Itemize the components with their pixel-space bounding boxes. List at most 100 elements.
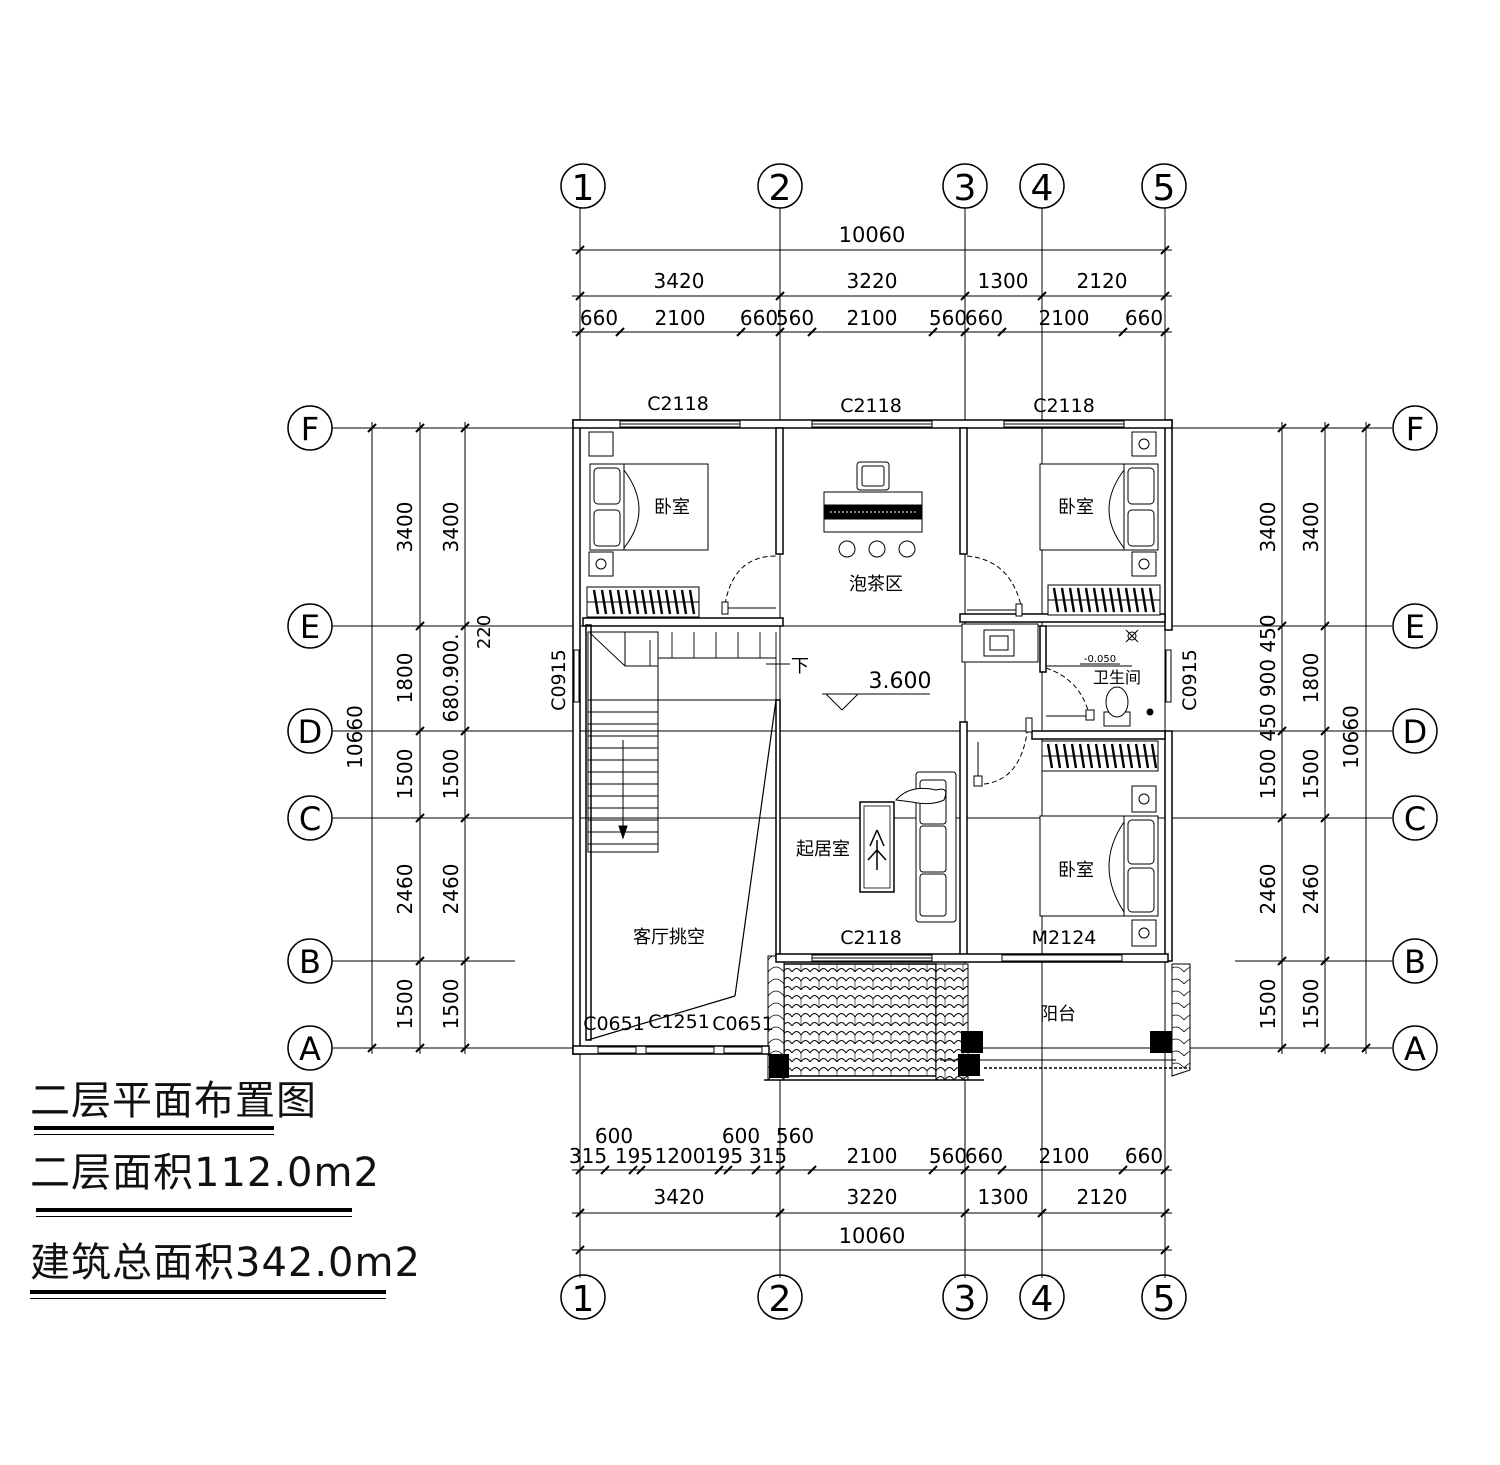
floor-area-underline-thin	[36, 1216, 352, 1217]
floor-level: 3.600	[869, 669, 932, 694]
floor-area-underline	[36, 1208, 352, 1212]
axis-label-A: A	[299, 1030, 321, 1068]
dim-bottom-bay-3: 1300	[978, 1185, 1029, 1209]
dim-bottom-detail-8: 660	[965, 1144, 1003, 1168]
dim-left-outer-4: 2460	[393, 864, 417, 915]
dim-bottom-detail-6: 2100	[847, 1144, 898, 1168]
axis-label-B-right: B	[1404, 943, 1426, 981]
dimension-text-left: 10660 3400 1800 1500 2460 1500 3400 680.…	[343, 502, 495, 1030]
dim-right-inner-4: 2460	[1256, 864, 1280, 915]
dim-left-overall: 10660	[343, 705, 367, 769]
staircase	[587, 631, 790, 1041]
stair-down-label: 下	[791, 656, 809, 677]
plan-title-underline	[34, 1126, 274, 1130]
dim-top-bay-1: 3420	[654, 269, 705, 293]
window-label-c0915-left: C0915	[548, 649, 570, 711]
window-label-c0915-right: C0915	[1179, 649, 1201, 711]
dim-top-bay-2: 3220	[847, 269, 898, 293]
axis-label-2-bottom: 2	[769, 1279, 792, 1320]
dimensions-right	[1277, 422, 1371, 1054]
dim-top-detail-5: 2100	[847, 306, 898, 330]
room-label-living: 起居室	[796, 839, 850, 860]
dim-top-bay-3: 1300	[978, 269, 1029, 293]
dim-bottom-bay-2: 3220	[847, 1185, 898, 1209]
axis-label-D-right: D	[1403, 713, 1428, 751]
dim-top-detail-4: 560	[776, 306, 814, 330]
dim-bottom-detail-2: 195	[615, 1144, 653, 1168]
elevation-marker	[822, 663, 1120, 711]
window-label-c0651-b: C0651	[712, 1013, 774, 1035]
dim-left-inner-4: 2460	[439, 864, 463, 915]
dim-bottom-bay-1: 3420	[654, 1185, 705, 1209]
dim-top-detail-2: 2100	[655, 306, 706, 330]
dim-bottom-upper-2: 600	[722, 1124, 760, 1148]
axis-label-F: F	[301, 410, 319, 448]
dim-bottom-upper-1: 600	[595, 1124, 633, 1148]
axis-label-4: 4	[1031, 168, 1054, 209]
window-label-c2118-s: C2118	[840, 927, 902, 949]
room-label-balcony: 阳台	[1040, 1004, 1076, 1025]
dim-right-inner-1: 3400	[1256, 502, 1280, 553]
axis-label-E-right: E	[1405, 608, 1425, 646]
dim-bottom-detail-5: 315	[749, 1144, 787, 1168]
axis-bubbles-left: F E D C B A	[287, 405, 333, 1071]
room-labels: 卧室 卧室 卧室 泡茶区 起居室 客厅挑空 卫生间 阳台 下 3.600 -0.…	[633, 497, 1141, 1025]
floor-area-row: 二层面积112.0m2	[30, 1140, 400, 1224]
dim-top-detail-1: 660	[580, 306, 618, 330]
dim-top-detail-3: 660	[740, 306, 778, 330]
dim-left-inner-1: 3400	[439, 502, 463, 553]
floor-area: 二层面积112.0m2	[30, 1150, 380, 1196]
window-label-c2118-nw: C2118	[647, 393, 709, 415]
axis-label-C: C	[299, 800, 321, 838]
room-label-bedroom-se: 卧室	[1058, 860, 1094, 881]
sofa	[895, 771, 957, 923]
room-label-bedroom-nw: 卧室	[654, 497, 690, 518]
axis-label-2: 2	[769, 168, 792, 209]
dim-right-inner-3: 1500	[1256, 749, 1280, 800]
dim-right-outer-4: 2460	[1299, 864, 1323, 915]
dimension-text-bottom: 600 600 560 315 195 1200 195 315 2100 56…	[569, 1124, 1163, 1248]
dim-bottom-overall: 10060	[839, 1224, 906, 1248]
doors	[721, 555, 1095, 787]
axis-bubbles-top: 1 2 3 4 5	[560, 163, 1187, 209]
plan-title-row: 二层平面布置图	[30, 1068, 400, 1135]
dim-left-inner-2: 680.900.	[439, 633, 463, 722]
dim-left-outer-1: 3400	[393, 502, 417, 553]
bed-nw	[588, 431, 709, 577]
axis-bubbles-bottom: 1 2 3 4 5	[560, 1274, 1187, 1320]
opening-labels: C2118 C2118 C2118 C2118 M2124 C0915 C091…	[548, 393, 1201, 1035]
columns	[769, 1031, 1172, 1078]
axis-label-A-right: A	[1404, 1030, 1426, 1068]
dim-bottom-detail-4: 195	[705, 1144, 743, 1168]
windows	[573, 420, 1172, 1054]
wardrobe-ne	[1047, 584, 1161, 616]
axis-label-1-bottom: 1	[572, 1279, 595, 1320]
total-area: 建筑总面积342.0m2	[30, 1240, 421, 1286]
axis-grid	[332, 208, 1392, 1278]
dim-right-outer-2: 1800	[1299, 653, 1323, 704]
window-label-c0651-a: C0651	[583, 1013, 645, 1035]
window-label-c2118-ne: C2118	[1033, 395, 1095, 417]
dimensions-left	[367, 422, 470, 1054]
coffee-table	[859, 801, 895, 893]
dim-top-detail-6: 560	[929, 306, 967, 330]
dim-top-detail-9: 660	[1125, 306, 1163, 330]
dim-bottom-bay-4: 2120	[1077, 1185, 1128, 1209]
dim-right-inner-5: 1500	[1256, 979, 1280, 1030]
dim-top-overall: 10060	[839, 223, 906, 247]
bed-ne	[1039, 431, 1159, 577]
room-label-bedroom-ne: 卧室	[1058, 497, 1094, 518]
dim-right-outer-5: 1500	[1299, 979, 1323, 1030]
door-label-m2124: M2124	[1032, 927, 1097, 949]
dim-right-outer-3: 1500	[1299, 749, 1323, 800]
axis-label-1: 1	[572, 168, 595, 209]
dim-bottom-detail-9: 2100	[1039, 1144, 1090, 1168]
axis-label-B: B	[299, 943, 321, 981]
window-label-c2118-n: C2118	[840, 395, 902, 417]
dim-right-inner-2: 450 900 450	[1256, 614, 1280, 741]
axis-label-F-right: F	[1406, 410, 1424, 448]
axis-label-E: E	[300, 608, 320, 646]
dim-left-inner-3: 1500	[439, 749, 463, 800]
title-block: 二层平面布置图 二层面积112.0m2 建筑总面积342.0m2	[30, 1068, 420, 1299]
